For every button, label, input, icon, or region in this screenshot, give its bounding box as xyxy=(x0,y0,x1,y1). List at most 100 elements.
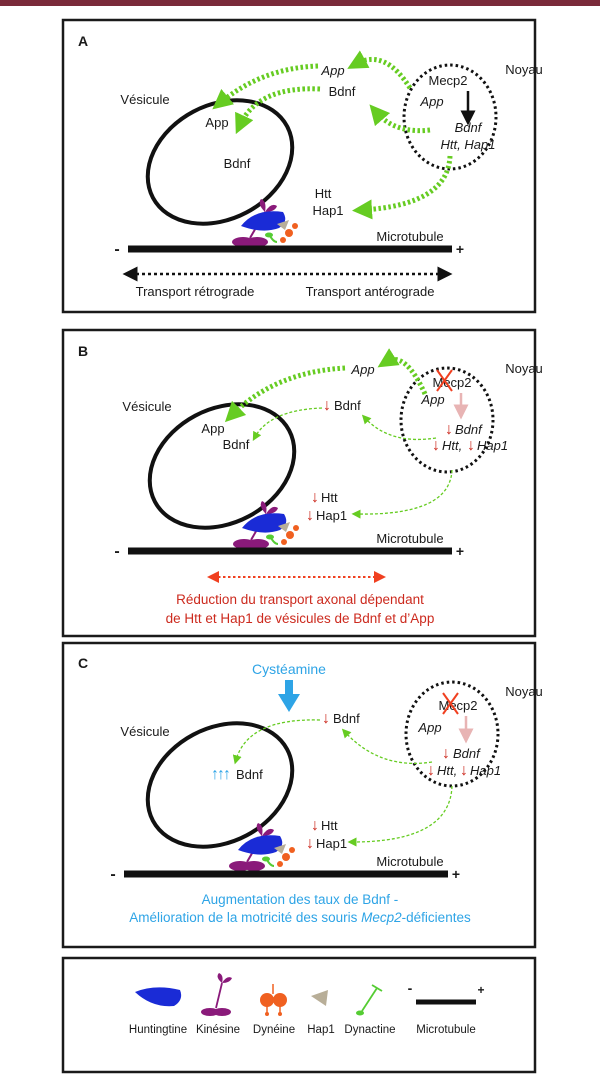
noyau-label-a: Noyau xyxy=(505,62,543,77)
huntingtine-icon xyxy=(135,987,182,1007)
htt-nuc-c: Htt, xyxy=(437,763,457,778)
nucleus-b xyxy=(399,366,495,474)
legend-microtubule: Microtubule xyxy=(416,1024,475,1036)
down-arrow-hap1-nuc-b: ↓ xyxy=(467,437,475,454)
caption-c-line2: Amélioration de la motricité des souris … xyxy=(129,910,471,925)
bdnf-mid-c: Bdnf xyxy=(333,711,360,726)
noyau-label-c: Noyau xyxy=(505,684,543,699)
panel-b-frame xyxy=(61,328,537,638)
arrow-bdnf-nuc-mid-b xyxy=(361,414,437,441)
vesicule-label-b: Vésicule xyxy=(122,399,171,414)
minus-b: - xyxy=(114,543,119,560)
bdnf-nuc-b: Bdnf xyxy=(455,422,483,437)
legend-plus: + xyxy=(477,983,484,997)
bdnf-ves-a: Bdnf xyxy=(224,156,251,171)
vesicle-c xyxy=(145,721,295,849)
vesicule-label-a: Vésicule xyxy=(120,92,169,107)
arrow-app-nuc-mid-b xyxy=(377,348,428,396)
htt-hap1-nuc-a: Htt, Hap1 xyxy=(441,137,496,152)
app-ves-b: App xyxy=(201,421,224,436)
panel-b-letter: B xyxy=(78,343,88,359)
motor-complex-b xyxy=(233,501,299,549)
arrow-app-nuc-mid-a xyxy=(347,50,413,90)
arrow-htt-nuc-mid-a xyxy=(352,155,453,220)
minus-c: - xyxy=(110,866,115,883)
app-ves-a: App xyxy=(205,115,228,130)
arrow-htt-nuc-mid-b xyxy=(351,469,453,519)
hap1-c: Hap1 xyxy=(316,836,347,851)
caption-b-line1: Réduction du transport axonal dépendant xyxy=(176,592,424,607)
legend-hap1: Hap1 xyxy=(307,1024,335,1036)
legend-dyneine: Dynéine xyxy=(253,1024,295,1036)
vesicle-a xyxy=(145,98,295,226)
legend-frame xyxy=(61,956,537,1074)
down-arrow-bdnf-mid-c: ↓ xyxy=(322,710,330,727)
dyneine-icon xyxy=(260,984,287,1016)
plus-c: + xyxy=(452,866,460,882)
cross-icon-c xyxy=(442,692,459,715)
down-arrow-htt-nuc-b: ↓ xyxy=(432,437,440,454)
hap1-a: Hap1 xyxy=(312,203,343,218)
down-arrow-hap1-nuc-c: ↓ xyxy=(460,762,468,779)
panel-b: B Noyau Mecp2 App ↓ Bdnf ↓ Htt, ↓ Hap1 V… xyxy=(61,328,543,638)
top-accent-bar xyxy=(0,0,600,6)
motor-complex-a xyxy=(232,199,298,247)
down-arrow-bdnf-nuc-b: ↓ xyxy=(445,421,453,438)
vesicule-label-c: Vésicule xyxy=(120,724,169,739)
panel-c-letter: C xyxy=(78,655,88,671)
legend: Huntingtine Kinésine Dynéine Hap1 D xyxy=(61,956,537,1074)
legend-dynactine: Dynactine xyxy=(344,1024,395,1036)
app-nuc-c: App xyxy=(417,720,441,735)
nucleus-a xyxy=(402,63,498,171)
down-arrow-hap1-b: ↓ xyxy=(306,507,314,524)
arrow-bdnf-mid-ves-c xyxy=(232,719,321,765)
arrow-app-mid-ves-a xyxy=(212,63,319,110)
plus-a: + xyxy=(456,241,464,257)
app-nuc-b: App xyxy=(420,392,444,407)
down-arrow-hap1-c: ↓ xyxy=(306,835,314,852)
legend-minus: - xyxy=(408,980,413,996)
bdnf-ves-c: Bdnf xyxy=(236,767,263,782)
cysteamine-arrow-icon xyxy=(278,680,300,712)
hap1-nuc-b: Hap1 xyxy=(477,438,508,453)
panel-a: A Noyau Mecp2 App Bdnf Htt, Hap1 Vésicul… xyxy=(61,18,543,314)
up-arrows-bdnf-ves-c: ↑↑↑ xyxy=(211,766,230,783)
down-arrow-htt-b: ↓ xyxy=(311,489,319,506)
cysteamine-label: Cystéamine xyxy=(252,661,326,677)
noyau-label-b: Noyau xyxy=(505,361,543,376)
bdnf-nuc-a: Bdnf xyxy=(455,120,483,135)
plus-b: + xyxy=(456,543,464,559)
app-mid-b: App xyxy=(350,362,374,377)
app-nuc-a: App xyxy=(419,94,443,109)
bdnf-nuc-c: Bdnf xyxy=(453,746,481,761)
transport-retro-a: Transport rétrograde xyxy=(136,284,255,299)
down-arrow-htt-c: ↓ xyxy=(311,817,319,834)
hap1-icon xyxy=(311,990,328,1006)
nucleus-c xyxy=(404,680,500,788)
kinesine-icon xyxy=(201,973,232,1016)
htt-a: Htt xyxy=(315,186,332,201)
down-arrow-bdnf-mid-b: ↓ xyxy=(323,397,331,414)
panel-c: C Cystéamine Noyau Mecp2 App ↓ Bdnf ↓ Ht… xyxy=(61,641,543,949)
arrow-bdnf-nuc-mid-a xyxy=(369,104,431,134)
bdnf-mid-a: Bdnf xyxy=(329,84,356,99)
mecp2-label-a: Mecp2 xyxy=(428,73,467,88)
panel-a-frame xyxy=(61,18,537,314)
caption-c-line1: Augmentation des taux de Bdnf - xyxy=(202,892,399,907)
bdnf-ves-b: Bdnf xyxy=(223,437,250,452)
htt-c: Htt xyxy=(321,818,338,833)
panel-a-letter: A xyxy=(78,33,88,49)
caption-b-line2: de Htt et Hap1 de vésicules de Bdnf et d… xyxy=(166,611,435,626)
microtubule-label-c: Microtubule xyxy=(376,854,443,869)
htt-b: Htt xyxy=(321,490,338,505)
minus-a: - xyxy=(114,241,119,258)
microtubule-label-b: Microtubule xyxy=(376,531,443,546)
app-mid-a: App xyxy=(320,63,344,78)
arrow-htt-nuc-mid-c xyxy=(347,785,453,847)
transport-antero-a: Transport antérograde xyxy=(306,284,435,299)
legend-huntingtine: Huntingtine xyxy=(129,1024,187,1036)
dynactine-icon xyxy=(356,984,383,1016)
bdnf-mid-b: Bdnf xyxy=(334,398,361,413)
down-arrow-bdnf-nuc-c: ↓ xyxy=(442,745,450,762)
